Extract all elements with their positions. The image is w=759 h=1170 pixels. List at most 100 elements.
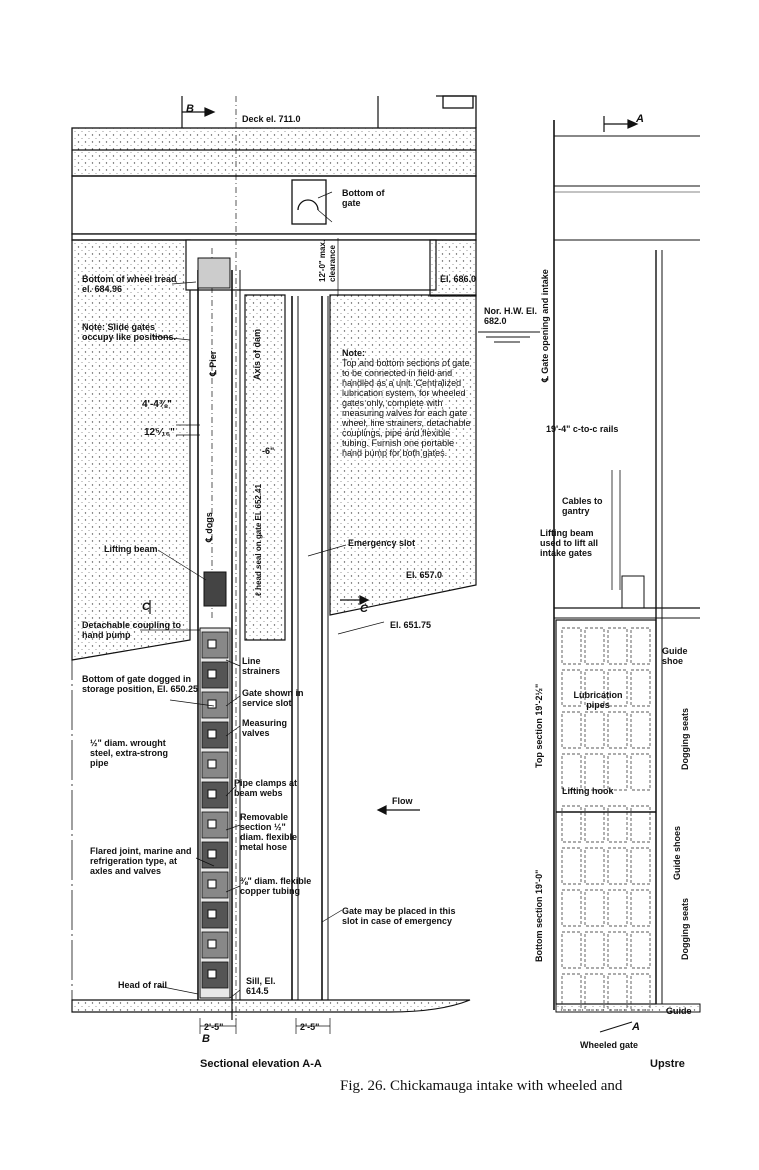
gate-wheel — [207, 879, 217, 889]
upstream-grid-cell — [584, 805, 605, 843]
gate-wheel — [207, 969, 217, 979]
dogging-seats-upper: Dogging seats — [680, 707, 690, 770]
upstream-grid-cell — [630, 711, 651, 749]
gate-wheel — [207, 789, 217, 799]
section-mark-a-top: A — [636, 113, 644, 125]
figure-caption: Fig. 26. Chickamauga intake with wheeled… — [340, 1078, 623, 1094]
axis-of-dam-label: Axis of dam — [252, 328, 262, 380]
bottom-wheel-tread-label: Bottom of wheel tread el. 684.96 — [82, 274, 177, 294]
dim-12: 12⁵⁄₁₆" — [144, 427, 175, 438]
upstream-grid-cell — [630, 847, 651, 885]
top-section-dim: Top section 19'-2½" — [534, 683, 544, 768]
upstream-grid-cell — [630, 973, 651, 1011]
upstream-grid-cell — [561, 753, 582, 791]
gate-guides — [197, 96, 329, 1020]
upstream-grid-cell — [607, 711, 628, 749]
sectional-elevation-title: Sectional elevation A-A — [200, 1058, 322, 1070]
detachable-coupling-label: Detachable coupling to hand pump — [82, 620, 182, 640]
gate-wheel — [207, 849, 217, 859]
cables-to-gantry-label: Cables to gantry — [562, 496, 603, 516]
flared-joint-label: Flared joint, marine and refrigeration t… — [90, 846, 192, 876]
upstream-grid-cell — [584, 889, 605, 927]
upstream-grid-cell — [561, 711, 582, 749]
upstream-title: Upstre — [650, 1058, 685, 1070]
upstream-grid-cell — [630, 669, 651, 707]
elevation-657: El. 657.0 — [406, 570, 443, 580]
section-mark-c-left: C — [142, 601, 150, 613]
upstream-grid-cell — [561, 847, 582, 885]
upstream-grid-cell — [584, 847, 605, 885]
dogging-seats-lower: Dogging seats — [680, 897, 690, 960]
upstream-grid-cell — [607, 973, 628, 1011]
section-mark-b-bottom: B — [202, 1033, 210, 1045]
gate-wheel — [207, 729, 217, 739]
bottom-dogged-label: Bottom of gate dogged in storage positio… — [82, 674, 199, 694]
line-strainers-label: Line strainers — [242, 656, 281, 676]
head-of-rail-label: Head of rail — [118, 980, 168, 990]
upstream-grid-cell — [630, 805, 651, 843]
water-level-marker — [478, 331, 540, 343]
gate-slot-walls — [71, 239, 477, 661]
dim-6: -6" — [262, 446, 275, 456]
head-seal-label: ℓ head seal on gate El. 652.41 — [254, 484, 263, 596]
upstream-grid-cell — [561, 805, 582, 843]
upstream-grid-cell — [630, 889, 651, 927]
guide-label: Guide — [666, 1006, 692, 1016]
normal-high-water-label: Nor. H.W. El. 682.0 — [484, 306, 538, 326]
gate-panel — [201, 841, 229, 869]
upstream-grid-cell — [607, 889, 628, 927]
upstream-grid-cell — [630, 931, 651, 969]
gate-panels — [201, 631, 229, 989]
deck-structure — [71, 95, 477, 241]
rails-spacing-label: 19'-4" c-to-c rails — [546, 424, 619, 434]
lifting-beam-label: Lifting beam — [104, 544, 158, 554]
upstream-grid-cell — [584, 669, 605, 707]
sill-ground — [71, 640, 471, 1013]
upstream-grid-cell — [607, 669, 628, 707]
upstream-grid-cell — [584, 973, 605, 1011]
copper-tubing-label: ⅜" diam. flexible copper tubing — [240, 876, 312, 896]
gate-wheel — [207, 699, 217, 709]
pipe-diam-label: ½" diam. wrought steel, extra-strong pip… — [90, 738, 169, 768]
gate-wheel — [207, 939, 217, 949]
elevation-686: El. 686.0 — [440, 274, 477, 284]
main-note-text: Top and bottom sections of gate to be co… — [342, 358, 471, 458]
deck-elevation: Deck el. 711.0 — [242, 114, 301, 124]
upstream-elevation — [553, 120, 701, 1033]
upstream-grid-cell — [584, 711, 605, 749]
section-mark-b-top: B — [186, 103, 194, 115]
leader-lines — [140, 191, 385, 1034]
pier-centerline-label: ℄ Pier — [208, 350, 218, 376]
upstream-grid-cell — [561, 931, 582, 969]
emergency-slot-label: Emergency slot — [348, 538, 416, 548]
flow-arrow — [376, 805, 420, 815]
upstream-grid-cell — [607, 753, 628, 791]
section-mark-a-bottom: A — [632, 1021, 640, 1033]
sill-label: Sill, El. 614.5 — [246, 976, 276, 996]
main-note-title: Note: — [342, 348, 365, 358]
upstream-grid-cell — [607, 627, 628, 665]
upstream-grid-cell — [607, 931, 628, 969]
wheeled-gate-label: Wheeled gate — [580, 1040, 639, 1050]
guide-shoe-label: Guide shoe — [662, 646, 688, 666]
upstream-grid-cell — [584, 627, 605, 665]
dogs-centerline-label: ℄ dogs — [204, 512, 214, 542]
dim-4-4: 4'-4⅜" — [142, 399, 172, 410]
clearance-label: 12'-0" max. clearance — [318, 239, 337, 282]
emergency-place-label: Gate may be placed in this slot in case … — [342, 906, 456, 926]
upstream-grid-cell — [561, 669, 582, 707]
elevation-651: El. 651.75 — [390, 620, 432, 630]
upstream-panel-grid — [561, 627, 651, 1011]
slide-gates-note: Note: Slide gates occupy like positions. — [82, 322, 177, 342]
lifting-hook-label: Lifting hook — [562, 786, 614, 796]
upstream-grid-cell — [561, 627, 582, 665]
upstream-grid-cell — [584, 753, 605, 791]
gate-wheel — [207, 669, 217, 679]
section-arrows — [149, 96, 639, 1020]
measuring-valves-label: Measuring valves — [242, 718, 288, 738]
gate-wheel — [207, 909, 217, 919]
upstream-grid-cell — [630, 753, 651, 791]
upstream-grid-cell — [607, 847, 628, 885]
pipe-clamps-label: Pipe clamps at beam webs — [234, 778, 298, 798]
